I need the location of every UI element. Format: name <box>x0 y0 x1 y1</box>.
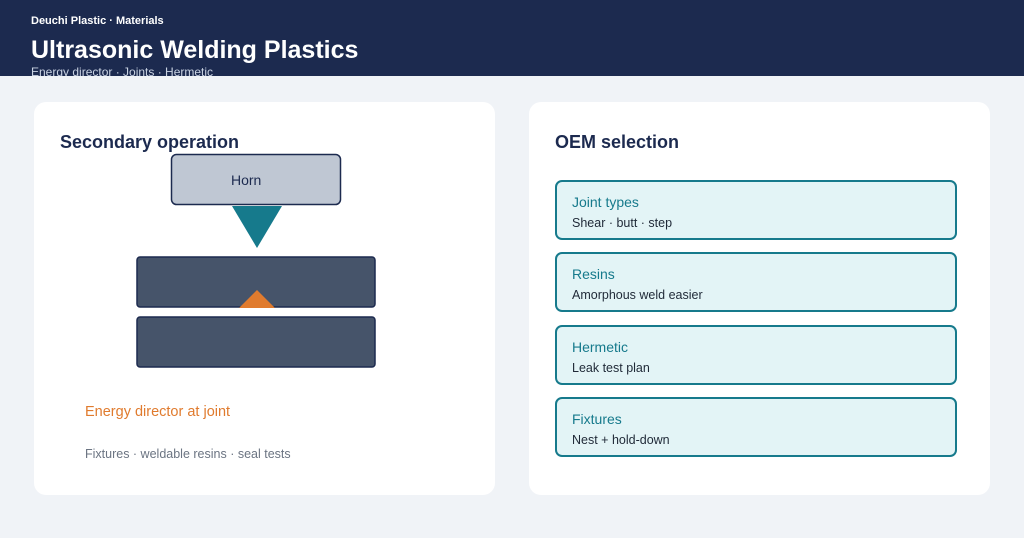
energy-director-label: Energy director at joint <box>85 404 231 420</box>
option-joint-types: Joint types Shear · butt · step <box>555 180 957 240</box>
option-fixtures: Fixtures Nest + hold-down <box>555 397 957 457</box>
option-detail: Nest + hold-down <box>572 433 670 447</box>
oem-selection-title: OEM selection <box>555 132 680 152</box>
option-detail: Leak test plan <box>572 361 650 375</box>
secondary-operation-title: Secondary operation <box>60 132 240 152</box>
brand-label: Deuchi Plastic · Materials <box>31 15 164 27</box>
horn-block <box>170 153 342 206</box>
option-title: Fixtures <box>572 411 622 427</box>
secondary-operation-card: Secondary operation Horn Energy director… <box>34 102 495 495</box>
lower-part <box>136 316 376 368</box>
footnote: Fixtures · weldable resins · seal tests <box>85 447 291 461</box>
energy-director-triangle <box>239 290 275 308</box>
option-title: Joint types <box>572 194 639 210</box>
option-hermetic: Hermetic Leak test plan <box>555 325 957 385</box>
option-resins: Resins Amorphous weld easier <box>555 252 957 312</box>
page-subtitle: Energy director · Joints · Hermetic <box>31 65 214 76</box>
page-header: Deuchi Plastic · Materials Ultrasonic We… <box>0 0 1024 76</box>
option-detail: Shear · butt · step <box>572 216 673 230</box>
sonotrode-tip <box>232 206 282 248</box>
option-title: Hermetic <box>572 339 629 355</box>
option-title: Resins <box>572 266 615 282</box>
page-title: Ultrasonic Welding Plastics <box>31 36 359 64</box>
option-detail: Amorphous weld easier <box>572 288 703 302</box>
oem-selection-card: OEM selection Joint types Shear · butt ·… <box>529 102 990 495</box>
ultrasonic-welding-diagram: Horn <box>136 153 376 368</box>
horn-label: Horn <box>231 172 261 188</box>
